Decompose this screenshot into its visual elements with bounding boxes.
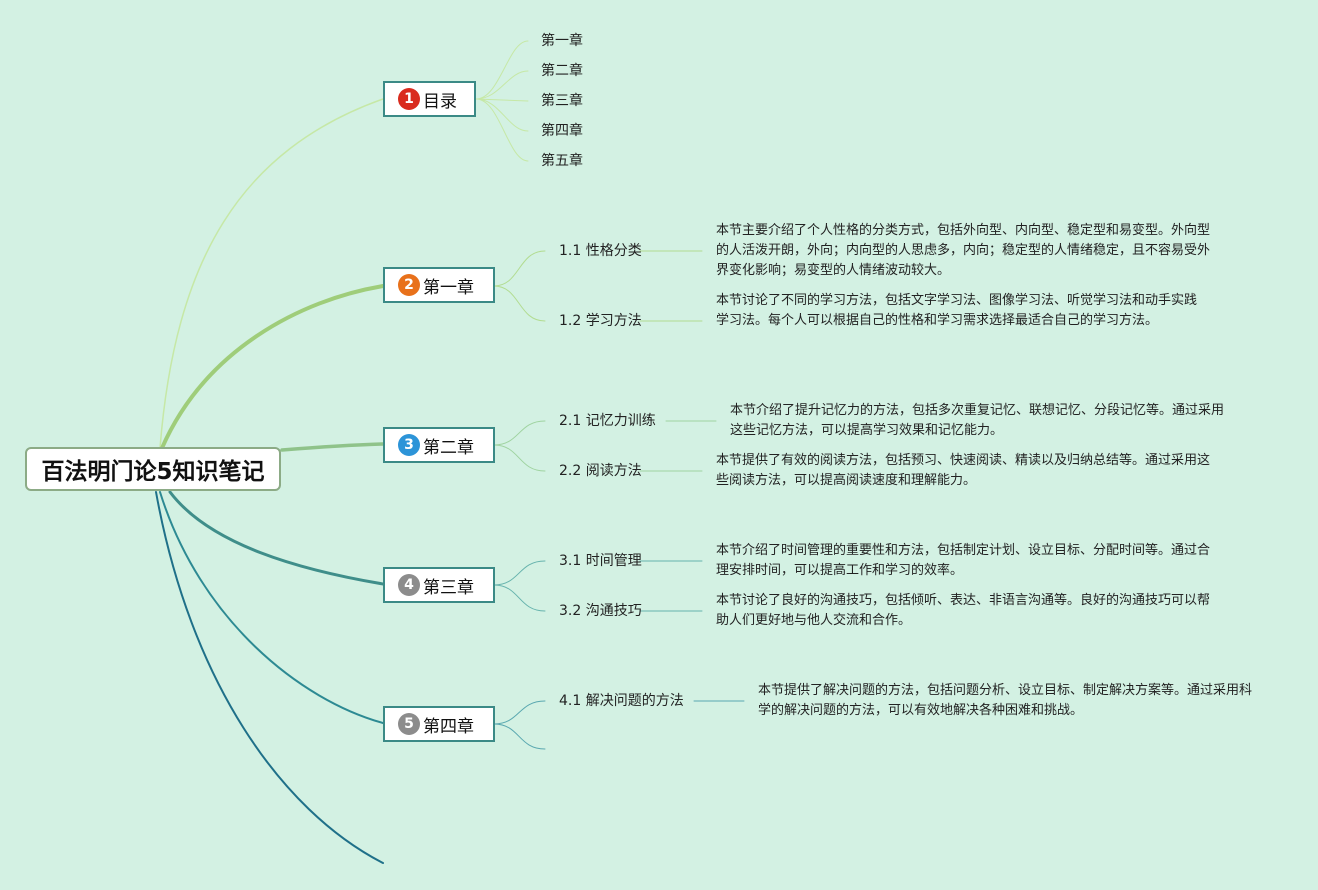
note-1-2[interactable]: 本节讨论了不同的学习方法，包括文字学习法、图像学习法、听觉学习法和动手实践学习法… — [716, 293, 1198, 328]
link-root-ch2 — [280, 442, 385, 452]
chapter-node-toc[interactable]: 1 目录 — [383, 81, 476, 117]
topic-2-1[interactable]: 2.1 记忆力训练 — [559, 413, 656, 429]
link-ch2-topics — [493, 420, 717, 472]
badge-number-icon: 2 — [398, 274, 420, 296]
link-root-extra — [155, 491, 384, 864]
toc-item[interactable]: 第三章 — [541, 93, 583, 109]
link-root-ch4 — [159, 491, 384, 724]
link-ch1-topics — [493, 250, 703, 322]
link-ch4-topics — [493, 700, 745, 750]
note-3-1[interactable]: 本节介绍了时间管理的重要性和方法，包括制定计划、设立目标、分配时间等。通过合理安… — [716, 543, 1211, 578]
chapter-node-1[interactable]: 2 第一章 — [383, 267, 495, 303]
chapter-label: 第二章 — [423, 437, 474, 458]
note-3-2[interactable]: 本节讨论了良好的沟通技巧，包括倾听、表达、非语言沟通等。良好的沟通技巧可以帮助人… — [716, 593, 1211, 628]
topic-3-1[interactable]: 3.1 时间管理 — [559, 553, 642, 569]
badge-number-icon: 1 — [398, 88, 420, 110]
topic-1-1[interactable]: 1.1 性格分类 — [559, 243, 642, 259]
link-root-ch1 — [160, 284, 385, 450]
chapter-label: 第三章 — [423, 577, 474, 598]
link-root-ch3 — [168, 490, 385, 586]
chapter-label: 第一章 — [423, 277, 474, 298]
badge-number-icon: 5 — [398, 713, 420, 735]
topic-2-2[interactable]: 2.2 阅读方法 — [559, 463, 642, 479]
topic-3-2[interactable]: 3.2 沟通技巧 — [559, 603, 642, 619]
topic-4-1[interactable]: 4.1 解决问题的方法 — [559, 693, 684, 709]
chapter-label: 第四章 — [423, 716, 474, 737]
link-toc-items — [475, 40, 529, 162]
note-4-1[interactable]: 本节提供了解决问题的方法，包括问题分析、设立目标、制定解决方案等。通过采用科学的… — [758, 683, 1253, 718]
toc-item[interactable]: 第四章 — [541, 123, 583, 139]
chapter-node-4[interactable]: 5 第四章 — [383, 706, 495, 742]
chapter-node-2[interactable]: 3 第二章 — [383, 427, 495, 463]
link-ch3-topics — [493, 560, 703, 612]
note-2-1[interactable]: 本节介绍了提升记忆力的方法，包括多次重复记忆、联想记忆、分段记忆等。通过采用这些… — [730, 403, 1225, 438]
topic-1-2[interactable]: 1.2 学习方法 — [559, 313, 642, 329]
link-root-toc — [159, 98, 384, 449]
note-1-1[interactable]: 本节主要介绍了个人性格的分类方式，包括外向型、内向型、稳定型和易变型。外向型的人… — [716, 223, 1211, 278]
toc-item[interactable]: 第五章 — [541, 153, 583, 169]
root-topic[interactable]: 百法明门论5知识笔记 — [25, 447, 281, 491]
chapter-node-3[interactable]: 4 第三章 — [383, 567, 495, 603]
toc-item[interactable]: 第一章 — [541, 33, 583, 49]
badge-number-icon: 4 — [398, 574, 420, 596]
toc-item[interactable]: 第二章 — [541, 63, 583, 79]
note-2-2[interactable]: 本节提供了有效的阅读方法，包括预习、快速阅读、精读以及归纳总结等。通过采用这些阅… — [716, 453, 1211, 488]
badge-number-icon: 3 — [398, 434, 420, 456]
chapter-label: 目录 — [423, 91, 457, 112]
